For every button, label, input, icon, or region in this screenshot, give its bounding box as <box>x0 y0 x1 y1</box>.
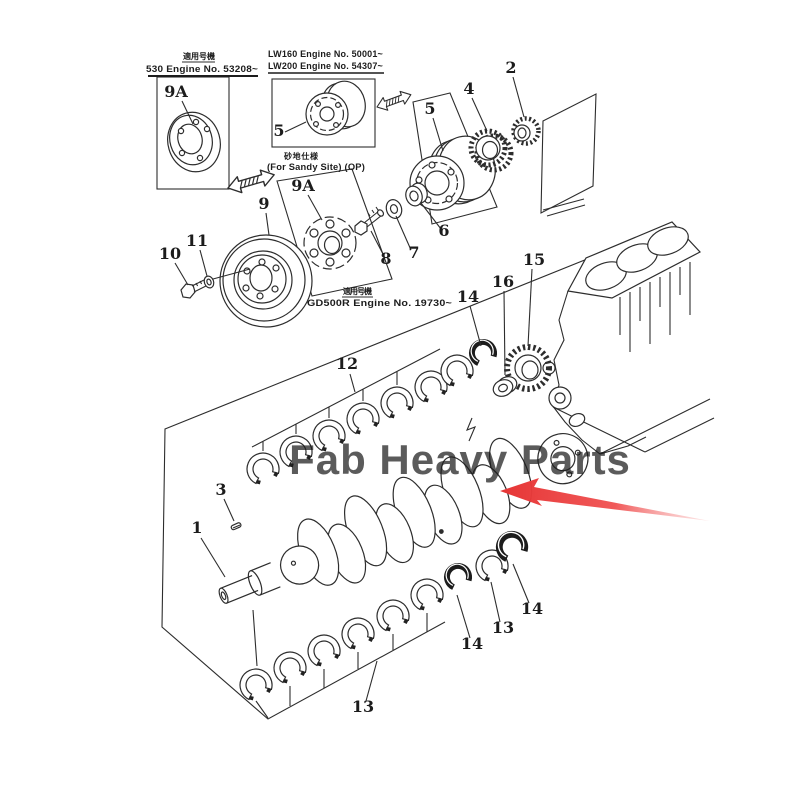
thrust-washer-14-lower <box>439 558 475 592</box>
upper-bearing-shells <box>241 348 478 488</box>
part-label-15: 15 <box>523 250 545 269</box>
seal-ring-16 <box>492 376 518 397</box>
part-label-14-upper: 14 <box>457 287 479 306</box>
part-label-5-right: 5 <box>424 99 435 118</box>
part-label-9: 9 <box>258 194 269 213</box>
engine-block <box>542 198 715 455</box>
bolt-10 <box>180 279 207 299</box>
caption-left-box: 適用号機 530 Engine No. 53208~ <box>146 51 258 77</box>
part-label-2: 2 <box>505 58 516 77</box>
part-label-4: 4 <box>463 79 474 98</box>
caption-text: 530 Engine No. 53208~ <box>146 64 258 75</box>
part-label-10: 10 <box>159 244 181 263</box>
caption-text: GD500R Engine No. 19730~ <box>307 298 452 309</box>
caption-kanji: 適用号機 <box>183 51 215 61</box>
part-label-9a-left: 9A <box>164 82 188 101</box>
gear-4 <box>468 128 514 173</box>
caption-sandy-site: 砂地仕様 (For Sandy Site) (OP) <box>267 151 365 173</box>
part-label-16: 16 <box>492 272 514 291</box>
part-label-3: 3 <box>215 480 226 499</box>
part-label-8: 8 <box>380 249 391 268</box>
part-label-13: 13 <box>352 697 374 716</box>
bolt-axis-line <box>212 268 251 280</box>
washer-11 <box>203 275 215 289</box>
crankshaft <box>218 433 589 604</box>
pulley-9a-left <box>167 111 221 173</box>
part-label-9a-mid: 9A <box>291 176 315 195</box>
caption-text: (For Sandy Site) (OP) <box>267 162 365 173</box>
part-label-12: 12 <box>336 354 358 373</box>
caption-gd500r: 適用号機 GD500R Engine No. 19730~ <box>307 286 452 309</box>
part-label-1: 1 <box>191 518 202 537</box>
part-labels: 9A 5 5 2 4 9A 6 7 8 9 10 11 12 15 16 14 … <box>159 58 545 716</box>
hub-flange-9a <box>303 216 357 270</box>
crank-key-3 <box>230 522 242 531</box>
damper-pulley-9 <box>219 234 313 328</box>
double-arrow-icon <box>374 87 414 114</box>
shell-fork-13 <box>252 609 428 719</box>
part-label-5-mid: 5 <box>273 121 284 140</box>
bearing-shell-13-right <box>470 544 513 585</box>
crank-panel <box>161 246 618 720</box>
shell-fork-12 <box>251 348 441 451</box>
part-label-14-low: 14 <box>461 634 483 653</box>
pulley-5-right <box>409 135 496 211</box>
bolt-8 <box>354 206 385 236</box>
part-label-7: 7 <box>408 243 419 262</box>
pulley-5-mid <box>305 80 366 136</box>
mid-ref-box <box>271 78 376 148</box>
caption-kanji: 砂地仕様 <box>283 151 319 161</box>
caption-line1: LW160 Engine No. 50001~ <box>268 49 383 60</box>
block-hatching <box>619 262 691 352</box>
caption-kanji: 適用号機 <box>343 286 372 296</box>
spacer-6 <box>405 182 428 207</box>
part-label-6: 6 <box>438 221 449 240</box>
caption-mid-box: LW160 Engine No. 50001~ LW200 Engine No.… <box>268 49 384 74</box>
part-label-13-right: 13 <box>492 618 514 637</box>
crank-gear-15 <box>504 344 552 392</box>
washer-7 <box>385 199 403 219</box>
part-label-11: 11 <box>186 231 208 250</box>
pointer-arrow <box>500 478 710 521</box>
gear-panel <box>540 93 597 214</box>
gear-2 <box>511 116 541 146</box>
part-label-14-low2: 14 <box>521 599 543 618</box>
lower-bearing-shells <box>234 573 448 719</box>
watermark-text: Fab Heavy Parts <box>289 436 631 483</box>
caption-line2: LW200 Engine No. 54307~ <box>268 61 383 72</box>
leader-lines <box>174 76 533 702</box>
